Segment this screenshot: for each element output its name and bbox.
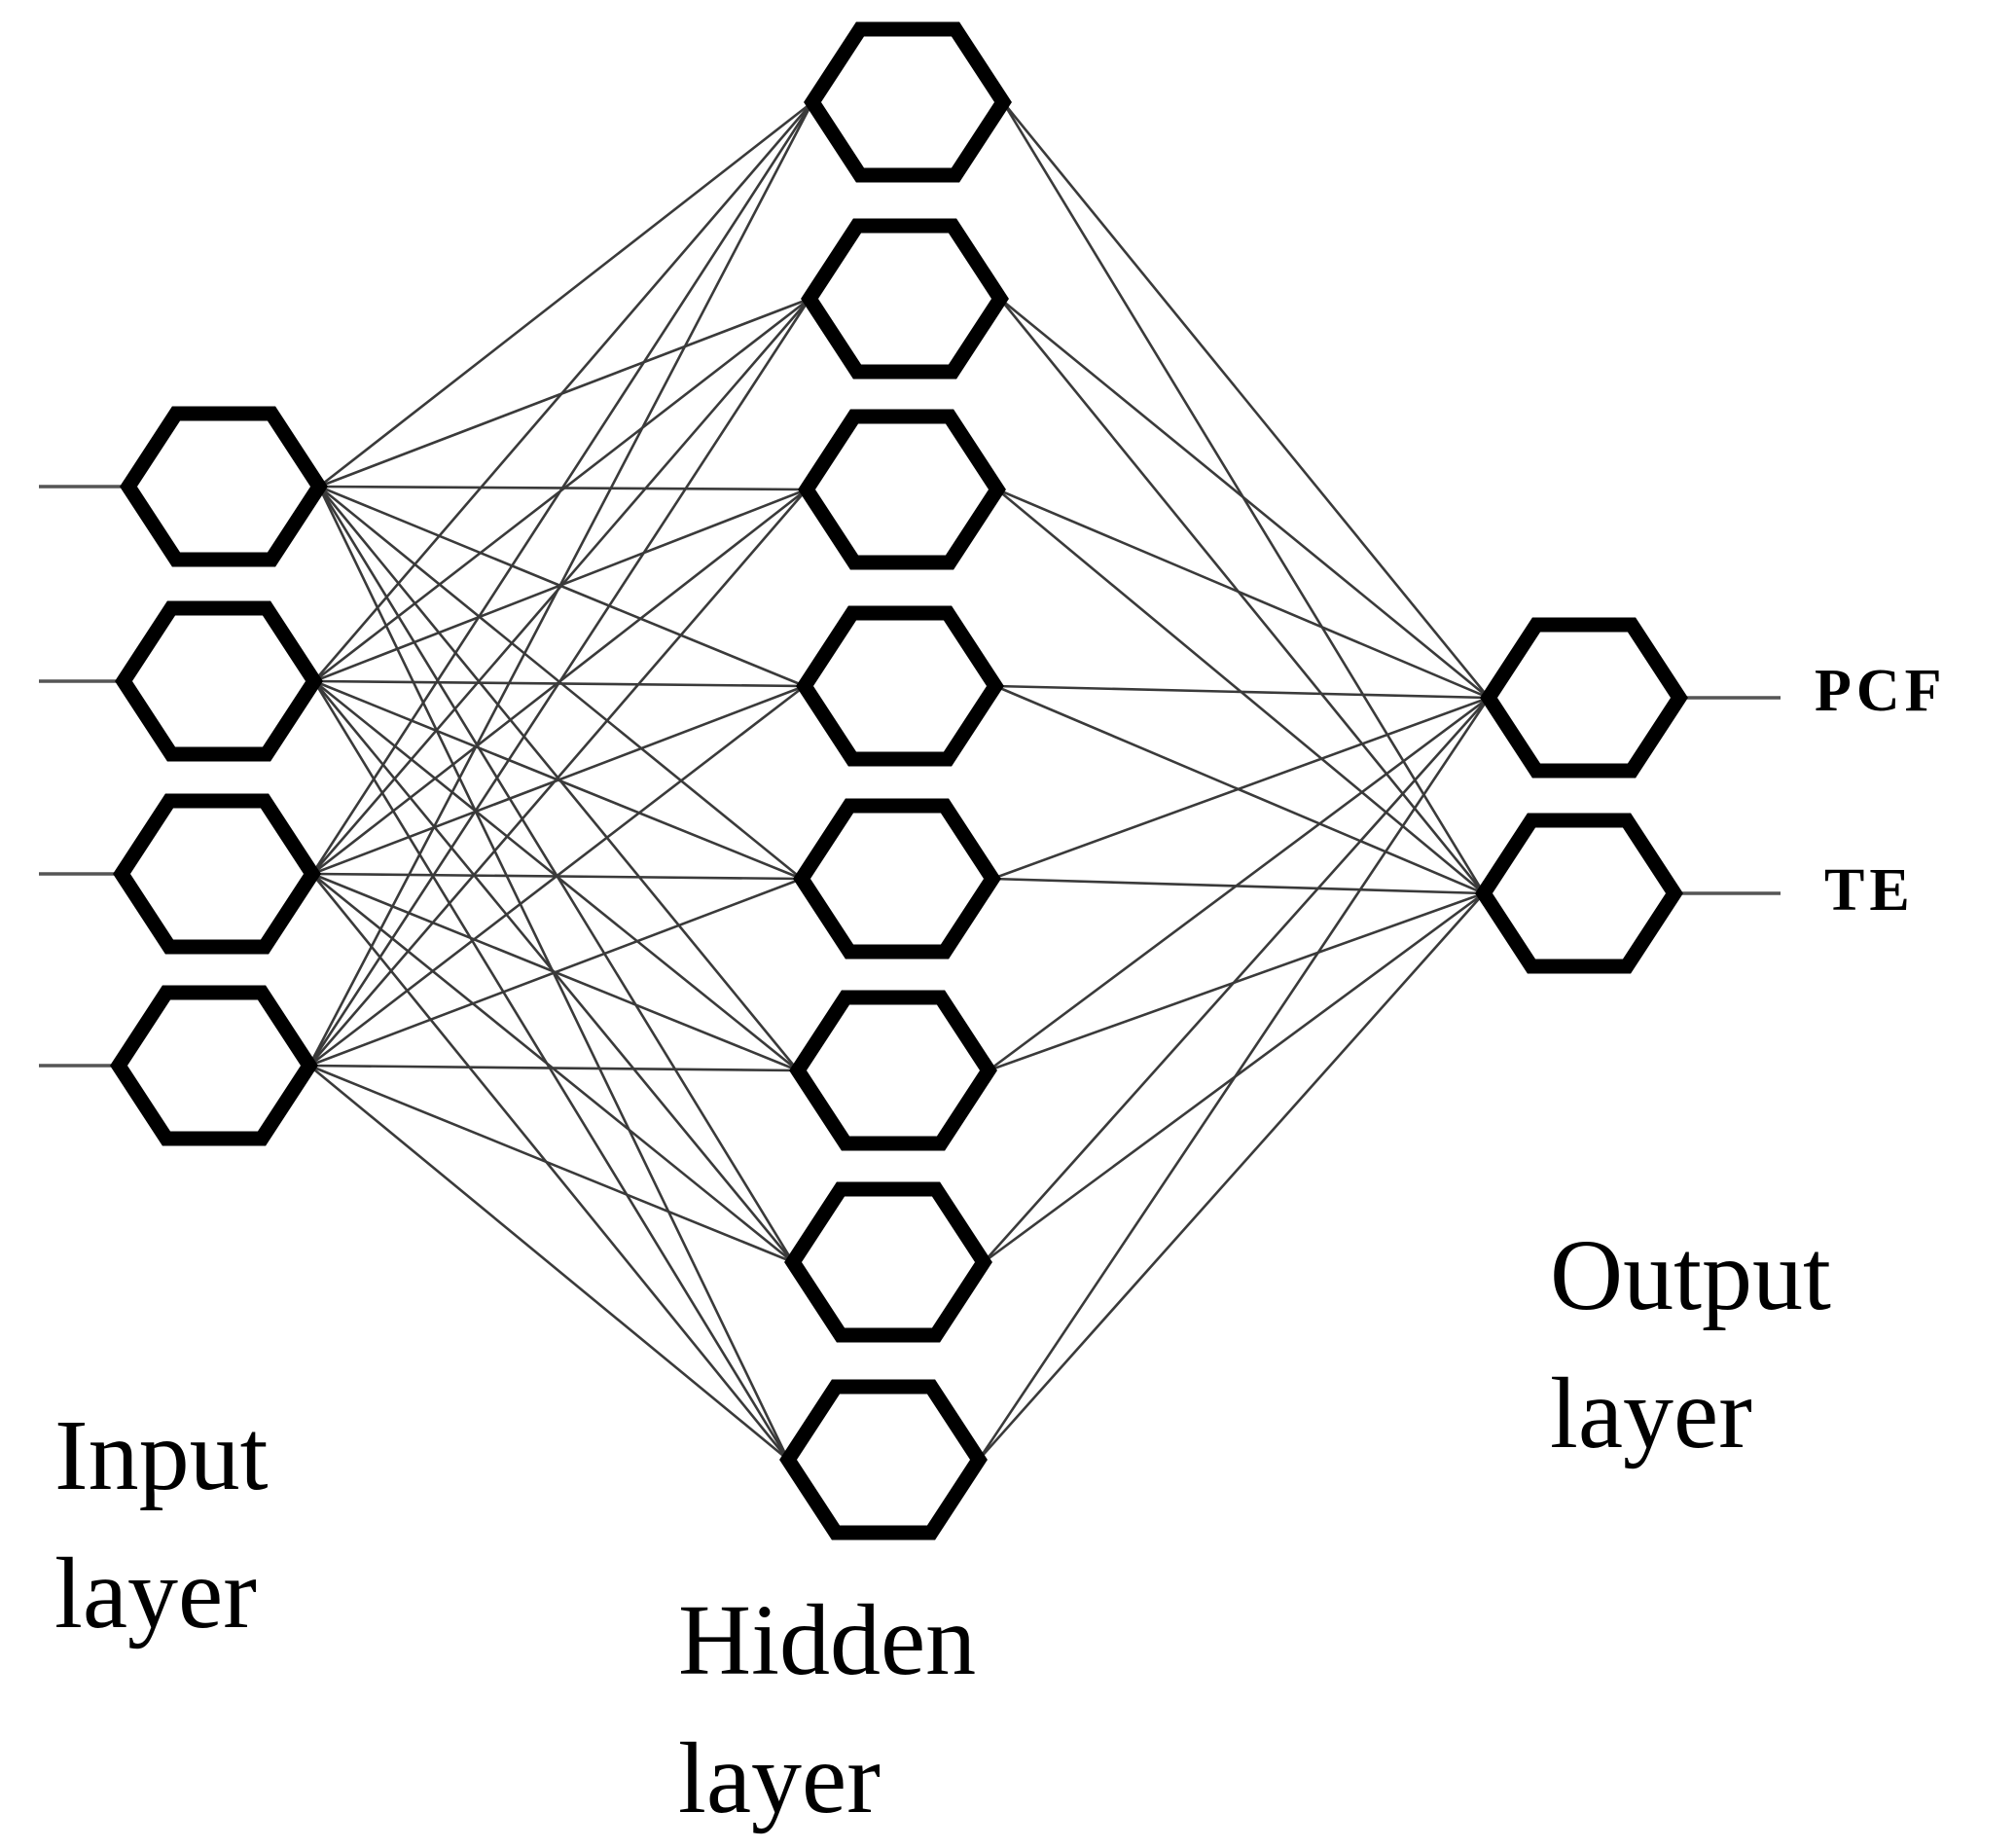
edge-input3-hidden8: [310, 873, 790, 1461]
input-node-1: [120, 406, 328, 567]
edge-hidden8-output2: [978, 892, 1485, 1461]
edge-input4-hidden2: [307, 298, 811, 1067]
output-layer-label: Output layer: [1550, 1207, 1831, 1483]
edge-input4-hidden8: [308, 1064, 789, 1462]
output-node-1: [1480, 617, 1688, 779]
edge-input4-hidden4: [308, 684, 806, 1068]
edge-input1-hidden2: [318, 297, 810, 489]
edge-input4-hidden7: [308, 1064, 794, 1264]
output-layer-label-line2: layer: [1550, 1358, 1752, 1469]
edge-hidden2-output1: [999, 297, 1490, 700]
edge-hidden4-output1: [994, 684, 1490, 700]
hidden-node-7: [784, 1181, 992, 1343]
hidden-layer-label-line2: layer: [678, 1722, 881, 1834]
edge-input4-hidden6: [308, 1064, 799, 1072]
edge-hidden8-output1: [977, 697, 1491, 1461]
hidden-layer-label: Hidden layer: [678, 1572, 976, 1848]
edge-input4-hidden5: [308, 877, 803, 1068]
input-node-4: [110, 985, 318, 1146]
hidden-node-2: [801, 218, 1009, 380]
io-stubs: [39, 485, 1781, 1068]
hidden-node-6: [789, 990, 997, 1151]
edge-hidden7-output1: [983, 697, 1490, 1263]
hidden-node-8: [779, 1379, 988, 1540]
input-layer-label-line2: layer: [54, 1538, 257, 1649]
edge-hidden5-output2: [991, 877, 1485, 895]
edge-hidden5-output1: [991, 696, 1490, 881]
hidden-node-4: [796, 605, 1004, 767]
hidden-node-3: [798, 409, 1006, 570]
edge-hidden3-output1: [996, 488, 1490, 700]
connections: [307, 100, 1491, 1462]
input-node-3: [113, 793, 321, 955]
edge-hidden1-output1: [1001, 101, 1491, 699]
edge-hidden6-output1: [988, 696, 1490, 1072]
hidden-node-1: [804, 21, 1012, 183]
input-node-2: [115, 600, 323, 762]
edge-input4-hidden1: [307, 101, 814, 1067]
hidden-node-5: [793, 798, 1001, 960]
edge-input1-hidden1: [318, 100, 813, 489]
edge-input3-hidden1: [310, 101, 814, 875]
edge-hidden2-output2: [998, 298, 1486, 894]
input-layer-label: Input layer: [54, 1387, 269, 1663]
output-node-2: [1475, 813, 1683, 974]
edge-hidden6-output2: [988, 891, 1485, 1072]
neurons: [110, 21, 1688, 1540]
edge-input2-hidden1: [313, 101, 813, 682]
output-name-pcf: PCF: [1815, 658, 1947, 724]
hidden-layer-label-line1: Hidden: [678, 1584, 977, 1696]
input-layer-label-line1: Input: [54, 1399, 269, 1511]
output-name-te: TE: [1824, 857, 1915, 924]
edge-input4-hidden3: [308, 489, 808, 1067]
edge-input3-hidden4: [311, 684, 806, 876]
output-layer-label-line1: Output: [1550, 1219, 1831, 1331]
